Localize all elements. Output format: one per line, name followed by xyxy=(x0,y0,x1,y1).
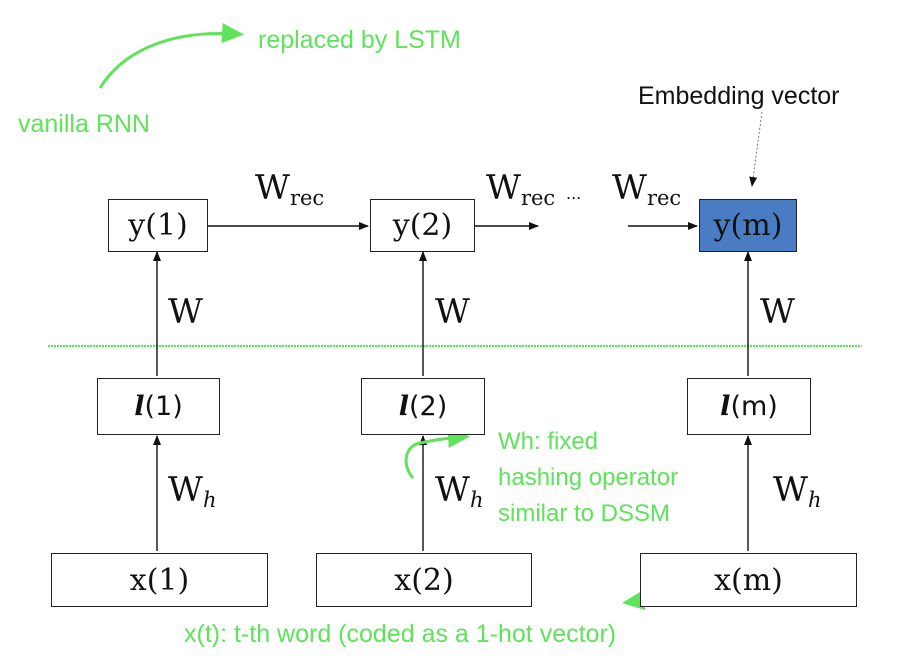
l2-node: l(2) xyxy=(361,378,485,435)
embedding-vector-label: Embedding vector xyxy=(638,82,840,110)
hash-note-line-1: Wh: fixed xyxy=(498,428,599,455)
w-label-1: W xyxy=(168,292,203,332)
hashing-operator-note: Wh: fixed hashing operator similar to DS… xyxy=(498,424,678,532)
embedding-pointer xyxy=(749,111,763,187)
wrec-label-2: Wrec xyxy=(486,168,556,210)
vanilla-rnn-note: vanilla RNN xyxy=(18,110,150,138)
x2-node: x(2) xyxy=(316,553,532,607)
ellipsis: ... xyxy=(566,184,582,203)
vanilla-to-lstm-arrow xyxy=(98,23,244,89)
x1-node: x(1) xyxy=(51,553,268,607)
wh-label-1: Wh xyxy=(168,470,217,512)
hash-note-line-2: hashing operator xyxy=(498,464,679,491)
y2-node: y(2) xyxy=(370,199,475,252)
wrec-label-1: Wrec xyxy=(255,168,325,210)
ym-embedding-node: y(m) xyxy=(699,199,797,252)
lm-node: l(m) xyxy=(687,378,811,435)
wrec-label-3: Wrec xyxy=(612,168,682,210)
xt-word-note: x(t): t-th word (coded as a 1-hot vector… xyxy=(184,620,617,648)
hash-note-line-3: similar to DSSM xyxy=(498,500,671,527)
w-label-m: W xyxy=(760,292,795,332)
replaced-by-lstm-note: replaced by LSTM xyxy=(258,26,461,54)
y1-node: y(1) xyxy=(108,199,208,252)
l1-node: l(1) xyxy=(97,378,220,435)
hash-curl-arrow xyxy=(404,428,470,480)
w-label-2: W xyxy=(435,292,470,332)
wh-label-m: Wh xyxy=(773,470,822,512)
wh-label-2: Wh xyxy=(435,470,484,512)
xm-node: x(m) xyxy=(640,553,857,607)
